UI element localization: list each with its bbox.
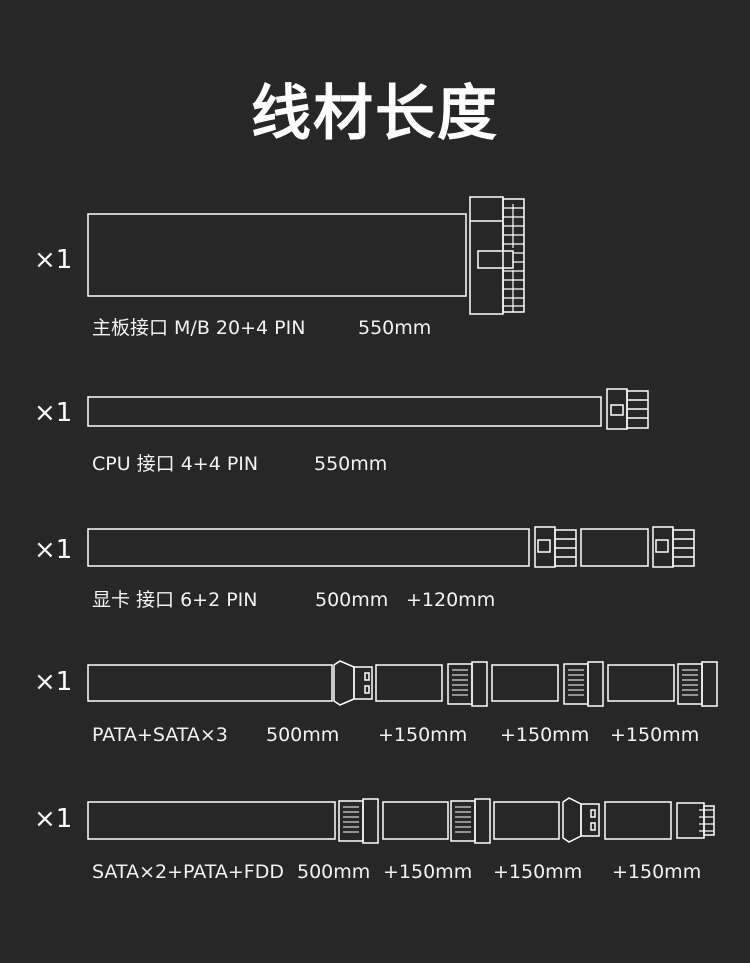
fdd-connector (676, 802, 715, 839)
sata-connector-5 (450, 798, 491, 844)
cable-2-length-label: 550mm (314, 453, 388, 475)
cable-4-multiplier: ×1 (34, 667, 73, 697)
cable-5-extension-3 (604, 801, 672, 840)
cable-3-multiplier: ×1 (34, 535, 73, 565)
pata-connector-2 (562, 797, 600, 843)
cable-5-multiplier: ×1 (34, 804, 73, 834)
cable-3-length-label: 500mm (315, 589, 389, 611)
pcie-6-2pin-connector-1 (534, 526, 577, 568)
pata-connector (333, 660, 373, 706)
cable-5-extension-2 (493, 801, 560, 840)
atx-24pin-connector (469, 196, 525, 315)
cable-5-extension-2-label: +150mm (493, 861, 583, 883)
cable-1 (87, 196, 525, 315)
cable-3 (87, 526, 695, 568)
cable-1-multiplier: ×1 (34, 245, 73, 275)
cpu-4-4pin-connector (606, 388, 649, 430)
cable-4-extension-1 (375, 664, 443, 702)
cable-3-extension (580, 528, 649, 567)
cable-5-name-label: SATA×2+PATA+FDD (92, 861, 284, 883)
cable-4-extension-2-label: +150mm (500, 724, 590, 746)
cable-3-sleeve (87, 528, 530, 567)
cable-3-name-label: 显卡 接口 6+2 PIN (92, 589, 258, 611)
cable-2 (87, 388, 649, 430)
sata-connector-2 (563, 661, 604, 707)
cable-5-sleeve (87, 801, 336, 840)
cable-1-length-label: 550mm (358, 317, 432, 339)
cable-1-name-label: 主板接口 M/B 20+4 PIN (92, 317, 306, 339)
sata-connector-3 (677, 661, 718, 707)
cable-4 (87, 660, 718, 707)
cable-2-name-label: CPU 接口 4+4 PIN (92, 453, 259, 475)
cable-5 (87, 797, 715, 844)
cable-2-sleeve (87, 396, 602, 427)
cable-4-sleeve (87, 664, 333, 702)
cable-4-extension-2 (491, 664, 559, 702)
cable-5-extension-3-label: +150mm (612, 861, 702, 883)
sata-connector-1 (447, 661, 488, 707)
cable-4-extension-3-label: +150mm (610, 724, 700, 746)
cable-4-extension-3 (607, 664, 675, 702)
pcie-6-2pin-connector-2 (652, 526, 695, 568)
cable-4-extension-1-label: +150mm (378, 724, 468, 746)
cable-3-extension-label: +120mm (406, 589, 496, 611)
page-title: 线材长度 (251, 79, 499, 149)
cable-5-extension-1 (382, 801, 449, 840)
cable-1-sleeve (87, 213, 467, 297)
cable-5-extension-1-label: +150mm (383, 861, 473, 883)
cable-5-length-label: 500mm (297, 861, 371, 883)
cable-4-length-label: 500mm (266, 724, 340, 746)
cable-4-name-label: PATA+SATA×3 (92, 724, 228, 746)
sata-connector-4 (338, 798, 379, 844)
cable-2-multiplier: ×1 (34, 398, 73, 428)
